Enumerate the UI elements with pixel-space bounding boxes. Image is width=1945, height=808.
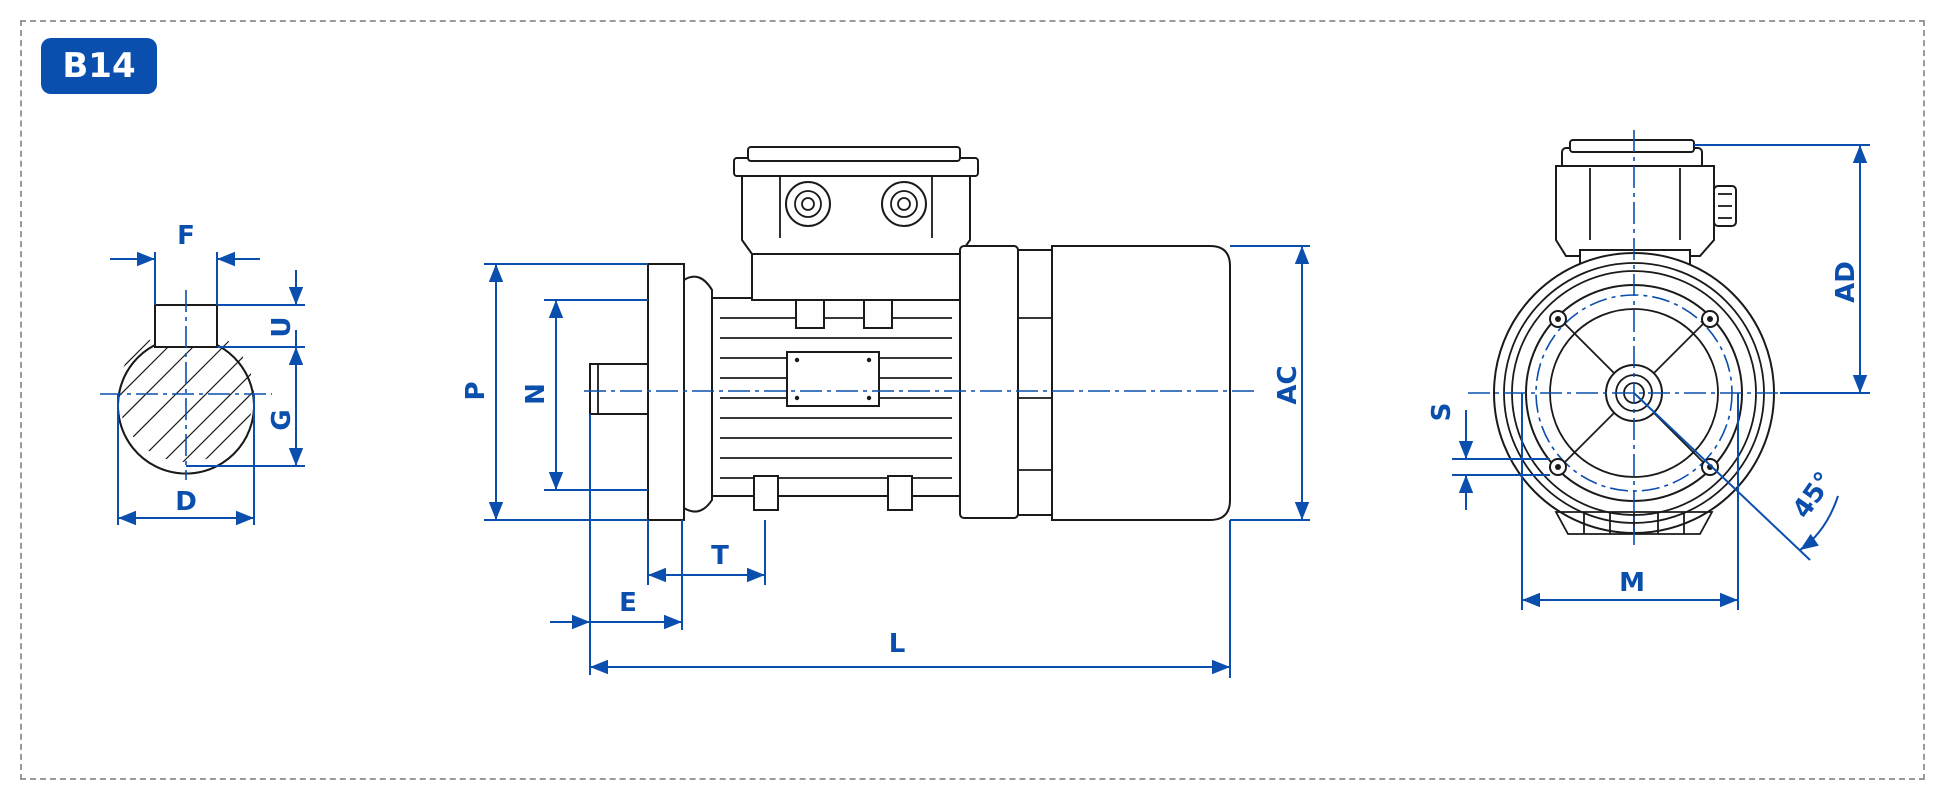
shaft-section-view: F U G D [100,221,305,526]
drawing-frame [20,20,1925,780]
dim-label-n: N [521,383,551,405]
dim-label-ad: AD [1831,261,1861,303]
dim-label-e: E [619,588,637,618]
motor-side-view: P N AC T E L [461,146,1310,678]
dim-label-m: M [1619,568,1645,598]
dim-label-t: T [711,541,729,571]
motor-front-view: AD S M 45° [1427,130,1870,610]
fan-cover [1051,245,1231,521]
dim-label-d: D [175,487,197,517]
cable-gland-1 [785,181,831,227]
end-shield [959,245,1019,519]
dim-label-s: S [1427,403,1457,422]
dim-label-angle: 45° [1787,467,1840,524]
nameplate [786,351,880,407]
dim-label-g: G [267,409,297,430]
cable-gland-2 [881,181,927,227]
b14-flange [647,263,685,521]
dim-label-p: P [461,381,491,400]
dim-label-ac: AC [1273,365,1303,404]
dim-label-l: L [889,629,906,659]
mounting-type-badge: B14 [41,38,157,94]
front-terminal-box [1555,165,1715,257]
dim-label-u: U [267,316,297,337]
motor-shaft [589,363,653,415]
terminal-box [741,171,971,255]
dim-label-f: F [177,221,195,251]
